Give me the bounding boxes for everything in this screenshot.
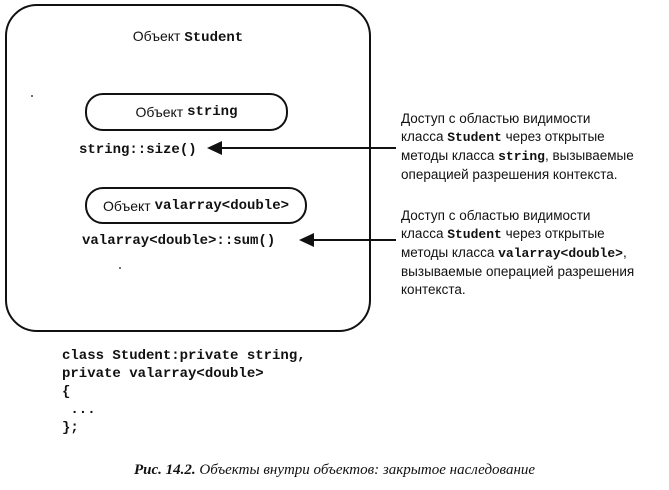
note-text: методы класса	[401, 245, 499, 260]
note-line: Доступ с областью видимости	[401, 208, 591, 223]
string-size-method: string::size()	[79, 142, 197, 158]
class-declaration-code: class Student:private string, private va…	[62, 347, 306, 437]
class-name-student: Student	[184, 30, 244, 46]
note-code: Student	[447, 130, 502, 145]
student-object-title: Объект Student	[5, 28, 371, 46]
code-line: private valarray<double>	[62, 366, 264, 382]
code-line: {	[62, 384, 71, 400]
note-line: операцией разрешения контекста.	[401, 167, 618, 182]
note-code: valarray<double>	[498, 246, 623, 261]
figure-caption: Рис. 14.2. Объекты внутри объектов: закр…	[0, 462, 669, 479]
stray-dot	[119, 267, 121, 269]
arrow-to-sum-method	[299, 233, 396, 247]
note-text: через открытые	[501, 129, 605, 144]
object-label: Объект	[135, 104, 184, 120]
string-object-pill: Объект string	[85, 93, 288, 131]
object-label: Объект	[103, 197, 151, 214]
code-line: class Student:private string,	[62, 348, 306, 364]
class-name-valarray: valarray<double>	[154, 197, 289, 214]
note-line: класса Student через открытые	[401, 225, 634, 244]
note-text: методы класса	[401, 148, 499, 163]
caption-text: Объекты внутри объектов: закрытое наслед…	[195, 462, 536, 478]
valarray-object-pill: Объект valarray<double>	[85, 187, 307, 224]
note-line: класса Student через открытые	[401, 128, 634, 147]
note-line: Доступ с областью видимости	[401, 111, 591, 126]
note-text: , вызываемые	[544, 148, 634, 163]
note-line: контекста.	[401, 282, 466, 297]
stray-dot	[31, 95, 33, 97]
code-line: };	[62, 420, 79, 436]
note-text: класса	[401, 129, 448, 144]
object-label: Объект	[132, 28, 185, 44]
arrow-to-size-method	[207, 141, 396, 155]
note-text: ,	[622, 245, 627, 260]
access-note-valarray: Доступ с областью видимости класса Stude…	[401, 207, 634, 299]
class-name-string: string	[187, 104, 238, 120]
arrow-head	[207, 141, 222, 155]
note-line: вызываемые операцией разрешения	[401, 264, 635, 279]
note-line: методы класса valarray<double>,	[401, 244, 634, 263]
note-code: string	[498, 149, 545, 164]
note-code: Student	[447, 227, 502, 242]
arrow-head	[299, 233, 314, 247]
access-note-string: Доступ с областью видимости класса Stude…	[401, 110, 634, 184]
note-line: методы класса string, вызываемые	[401, 147, 634, 166]
student-object-box	[5, 4, 371, 332]
code-line: ...	[62, 402, 96, 418]
valarray-sum-method: valarray<double>::sum()	[82, 233, 276, 249]
note-text: класса	[401, 226, 448, 241]
note-text: через открытые	[501, 226, 605, 241]
figure-number: Рис. 14.2.	[133, 462, 196, 478]
